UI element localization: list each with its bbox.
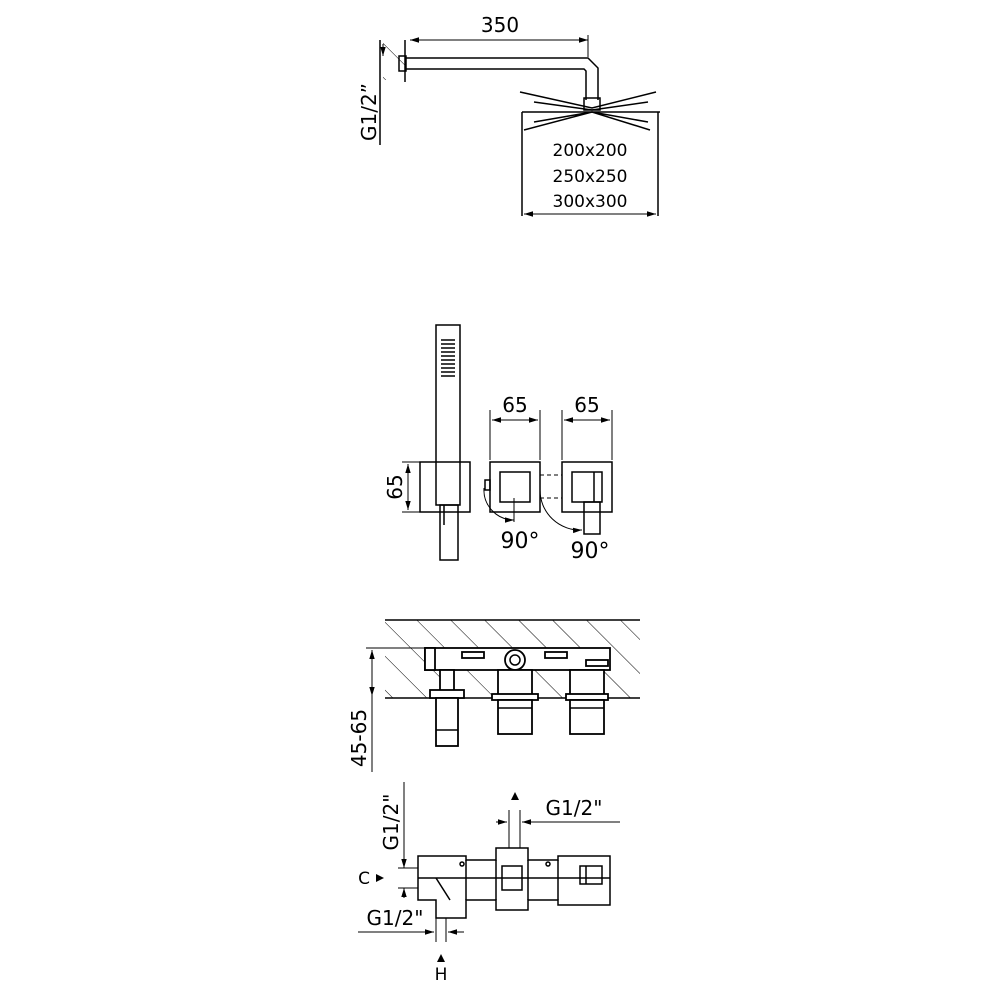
rotation-arc-2 [539,489,583,534]
diverter-cartridge [569,669,605,697]
mark-dot [459,861,465,867]
embed-depth-label: 45-65 [347,709,371,767]
diverter-lever-rotated [583,501,601,535]
mixer-knob-1 [499,471,531,503]
thread-top-horizontal-label: G1/2" [546,796,603,820]
hose-connector [439,504,459,561]
cold-label: C [358,869,370,889]
hand-shower [419,324,471,561]
plate-height-label: 65 [383,474,407,499]
shower-head [519,91,660,131]
arm-length-label: 350 [481,13,519,37]
mixer-knob-1-tab [484,479,491,491]
body-outline [417,847,611,919]
cartridge-circle [504,649,526,671]
diverter-flange [565,693,609,701]
diverter-handle [569,699,605,735]
mixer-handle [497,699,533,735]
thread-size-label: G1/2” [357,83,381,141]
body-port-2 [544,651,568,659]
hot-arrow [437,954,445,962]
plate-width-label-2: 65 [574,393,599,417]
thread-bottom-label: G1/2" [367,906,424,930]
plate-width-label-1: 65 [502,393,527,417]
cold-arrow [376,874,384,882]
mark-dot [545,861,551,867]
diverter-port [579,865,603,885]
hose-outlet-body [435,697,459,747]
mixer-cartridge [497,669,533,697]
front-view: 65 65 90° 65 90° [383,324,613,564]
cartridge-inner [509,654,521,666]
body-end-left [424,647,436,671]
diverter-plate [561,461,613,513]
side-view: 45-65 [347,619,640,772]
flow-arrow [511,792,519,800]
rotation-label-2: 90° [571,539,610,564]
wall-flange [398,55,407,72]
mixer-flange [491,693,539,701]
shower-arm [405,57,599,100]
hand-shower-holder-plate [419,461,471,513]
overhead-shower-view: 350 G1/2” 200x200 250x250 300x300 [357,13,660,217]
thread-top-vertical-label: G1/2" [379,794,403,851]
hot-label: H [435,965,448,985]
body-chamfer [435,877,451,901]
body-port-1 [461,651,485,659]
head-size-1: 200x200 [553,141,628,161]
head-size-3: 300x300 [553,192,628,212]
mixer-port [501,865,523,891]
head-size-2: 250x250 [553,167,628,187]
rotation-label-1: 90° [501,529,540,554]
mixer-plate-1 [489,461,541,513]
hose-outlet-flange [429,689,465,699]
rotation-arc-1 [483,487,515,523]
wall-hatch [383,43,405,80]
hand-shower-nozzles [441,339,455,377]
body-port-3 [585,659,609,667]
diverter-lever [571,471,603,503]
connection-view: G1/2" G1/2" C G1/2" H [358,782,620,985]
